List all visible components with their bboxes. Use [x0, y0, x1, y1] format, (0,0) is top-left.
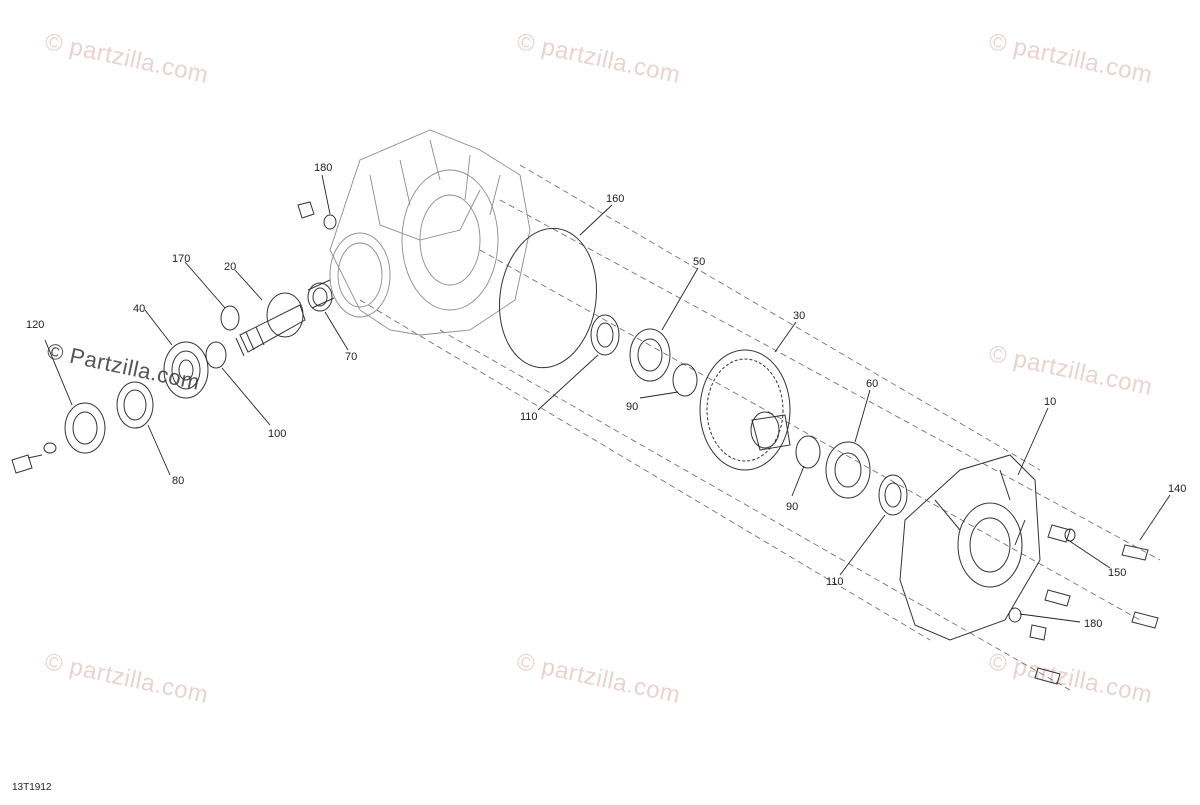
callout-90-lower: 90: [786, 501, 798, 513]
drawing-code: 13T1912: [12, 782, 52, 793]
part-170-ring: [220, 305, 240, 331]
callout-140: 140: [1168, 483, 1186, 495]
part-180-fitting-top: [297, 201, 337, 230]
callout-30: 30: [793, 310, 805, 322]
callout-170: 170: [172, 253, 190, 265]
part-80-nut: [116, 381, 154, 429]
part-90-shim-upper: [672, 363, 698, 397]
part-bolt-washer-left: [11, 442, 57, 474]
part-180-fitting-lower: [1008, 607, 1047, 641]
alignment-lines: [359, 164, 1161, 691]
part-70-needle-bearing: [307, 279, 335, 312]
part-40-bearing: [163, 341, 209, 399]
callout-180-lower: 180: [1084, 618, 1102, 630]
transmission-housing: [329, 129, 531, 336]
callout-110-upper: 110: [520, 411, 538, 423]
callout-160: 160: [606, 193, 624, 205]
callout-120: 120: [26, 319, 44, 331]
part-110-seal-lower: [878, 474, 908, 516]
callout-80: 80: [172, 475, 184, 487]
callout-100: 100: [268, 428, 286, 440]
callout-110-lower: 110: [826, 576, 844, 588]
part-140-bolts: [1034, 544, 1159, 685]
part-30-ring-gear: [699, 349, 791, 471]
leader-lines: [44, 174, 1171, 623]
callout-150: 150: [1108, 567, 1126, 579]
part-100-shim: [205, 341, 227, 369]
part-10-cover: [899, 454, 1041, 641]
callout-10: 10: [1044, 396, 1056, 408]
callout-20: 20: [224, 261, 236, 273]
part-120-seal: [64, 402, 106, 454]
callout-labels: 180 160 170 20 50 40 30 120 70 60 10 90 …: [26, 162, 1186, 630]
callout-90-upper: 90: [626, 401, 638, 413]
part-20-pinion-shaft: [235, 292, 306, 357]
part-50-bearing: [629, 328, 671, 382]
callout-180-top: 180: [314, 162, 332, 174]
callout-60: 60: [866, 378, 878, 390]
callout-70: 70: [345, 351, 357, 363]
part-90-shim-lower: [795, 435, 821, 469]
part-60-bearing: [825, 441, 871, 499]
part-150-fitting: [1047, 524, 1076, 543]
part-110-seal-upper: [590, 314, 620, 356]
callout-50: 50: [693, 256, 705, 268]
part-160-o-ring: [498, 227, 598, 369]
callout-40: 40: [133, 303, 145, 315]
